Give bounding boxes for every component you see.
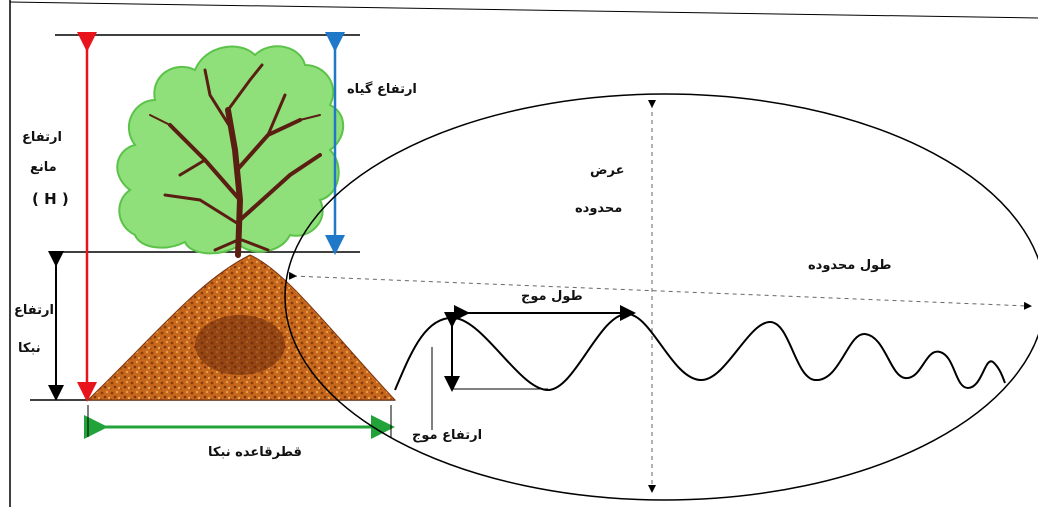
tree-foliage — [116, 45, 345, 255]
barrier-height-label-line1: ارتفاع — [22, 130, 62, 145]
plant-height-label: ارتفاع گیاه — [347, 82, 417, 97]
zone-ellipse — [284, 93, 1038, 501]
wave-profile — [394, 312, 1006, 392]
barrier-height-label-line2: مانع — [30, 160, 57, 175]
barrier-height-label-line3: ( H ) — [32, 190, 69, 208]
top-frame-line — [9, 1, 1038, 19]
nebka-height-label-line2: نبکا — [18, 341, 41, 356]
wavelength-label: طول موج — [521, 289, 583, 304]
zone-width-label-line1: عرض — [590, 163, 625, 178]
tree-branches — [149, 63, 322, 258]
base-diameter-label: قطرقاعده نبکا — [208, 445, 302, 460]
nebka-height-label-line1: ارتفاع — [14, 303, 54, 318]
zone-length-axis — [288, 271, 1032, 310]
zone-width-label-line2: محدوده — [575, 201, 623, 216]
mound-shadow — [195, 315, 285, 375]
wave-height-label: ارتفاع موج — [412, 428, 483, 443]
zone-length-label: طول محدوده — [808, 258, 892, 273]
